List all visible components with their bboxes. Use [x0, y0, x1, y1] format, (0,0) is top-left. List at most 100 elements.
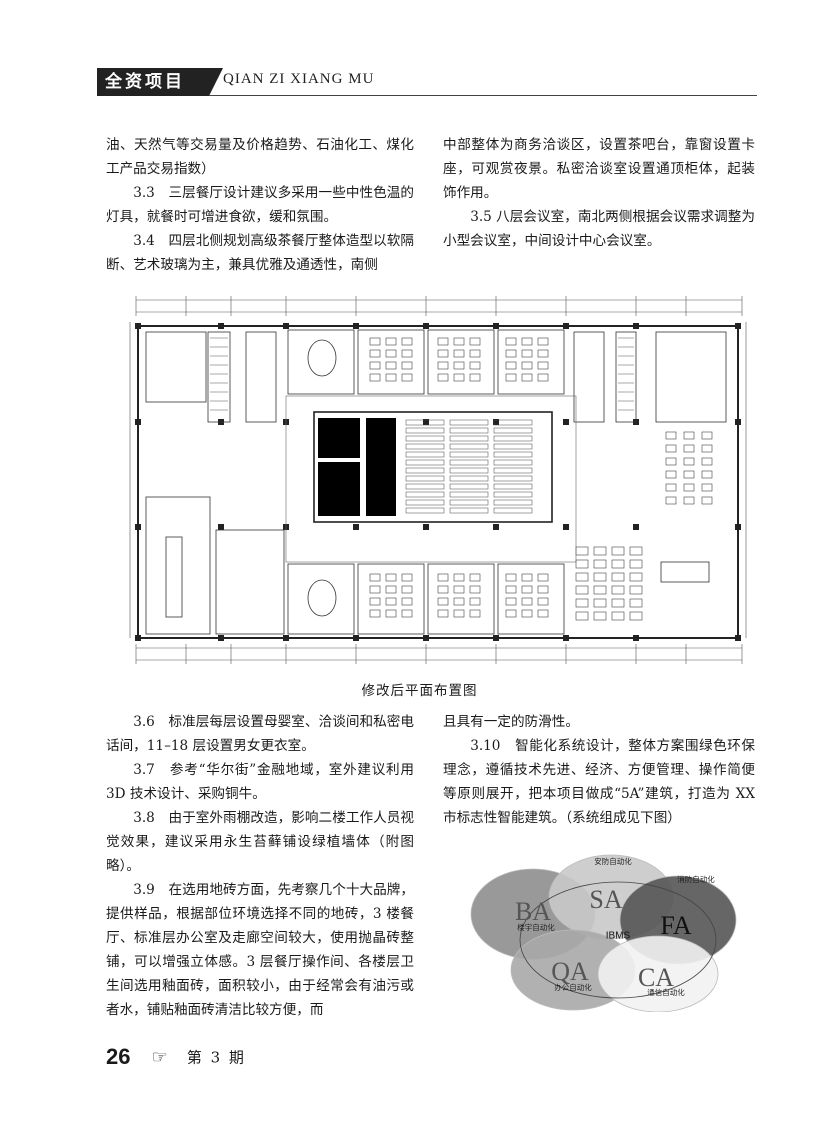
- desk: [683, 496, 695, 505]
- seat-row: [493, 435, 533, 442]
- seat-row: [493, 451, 533, 458]
- desk: [453, 337, 465, 346]
- desk: [437, 585, 449, 594]
- desk: [505, 337, 517, 346]
- text-column-right-bottom: 且具有一定的防滑性。 3.10 智能化系统设计，整体方案围绿色环保理念，遵循技术先…: [443, 710, 755, 830]
- structural-column: [563, 419, 569, 425]
- structural-column: [563, 524, 569, 530]
- desk: [537, 337, 549, 346]
- desk: [385, 597, 397, 606]
- seat-row: [493, 427, 533, 434]
- meeting-room: [427, 329, 495, 395]
- desk: [683, 470, 695, 479]
- desk: [453, 573, 465, 582]
- system-abbreviation: SA: [589, 885, 622, 914]
- seat-row: [493, 491, 533, 498]
- desk: [401, 373, 413, 382]
- desk: [401, 349, 413, 358]
- desk: [537, 361, 549, 370]
- seat-row: [405, 419, 445, 426]
- desk: [683, 431, 695, 440]
- desk: [575, 559, 589, 569]
- seat-row: [449, 435, 489, 442]
- seat-row: [493, 483, 533, 490]
- seat-row: [405, 475, 445, 482]
- desk: [505, 597, 517, 606]
- desk: [611, 559, 625, 569]
- conference-table: [660, 561, 710, 583]
- service-core: [615, 331, 637, 423]
- paragraph: 油、天然气等交易量及价格趋势、石油化工、煤化工产品交易指数）: [106, 137, 414, 177]
- conference-table: [165, 536, 183, 618]
- seat-row: [493, 507, 533, 514]
- seat-row: [493, 459, 533, 466]
- desk: [505, 373, 517, 382]
- desk: [611, 611, 625, 621]
- section-tag: 全资项目: [97, 68, 223, 96]
- structural-column: [493, 323, 499, 329]
- seat-row: [405, 507, 445, 514]
- paragraph: 3.8 由于室外雨棚改造，影响二楼工作人员视觉效果，建议采用永生苔藓铺设绿植墙体…: [106, 810, 414, 874]
- desk: [437, 573, 449, 582]
- system-label: 安防自动化: [594, 856, 632, 866]
- paragraph: 3.5 八层会议室，南北两侧根据会议需求调整为小型会议室，中间设计中心会议室。: [443, 209, 755, 249]
- desk: [665, 444, 677, 453]
- structural-column: [493, 524, 499, 530]
- structural-column: [563, 323, 569, 329]
- desk: [593, 559, 607, 569]
- structural-column: [423, 635, 429, 641]
- system-label: 消防自动化: [677, 874, 715, 884]
- desk: [369, 349, 381, 358]
- desk: [453, 597, 465, 606]
- text-column-left-bottom: 3.6 标准层每层设置母婴室、洽谈间和私密电话间，11–18 层设置男女更衣室。…: [106, 710, 414, 1022]
- desk: [385, 585, 397, 594]
- desk: [385, 609, 397, 618]
- desk: [437, 337, 449, 346]
- structural-column: [135, 323, 141, 329]
- page-number: 26: [106, 1044, 131, 1069]
- desk: [521, 585, 533, 594]
- issue-label: 第 3 期: [186, 1048, 246, 1067]
- desk: [521, 609, 533, 618]
- desk: [701, 483, 713, 492]
- paragraph: 中部整体为商务洽谈区，设置茶吧台，靠窗设置卡座，可观赏夜景。私密洽谈室设置通顶柜…: [443, 137, 755, 201]
- desk: [537, 373, 549, 382]
- stage: [366, 418, 396, 516]
- paragraph: 且具有一定的防滑性。: [443, 714, 579, 730]
- desk: [537, 349, 549, 358]
- desk: [469, 573, 481, 582]
- desk: [369, 361, 381, 370]
- desk: [701, 444, 713, 453]
- structural-column: [633, 635, 639, 641]
- desk: [385, 361, 397, 370]
- desk: [665, 431, 677, 440]
- structural-column: [633, 323, 639, 329]
- structural-column: [218, 635, 224, 641]
- service-core: [245, 331, 277, 423]
- desk: [369, 585, 381, 594]
- desk: [437, 349, 449, 358]
- section-pinyin: QIAN ZI XIANG MU: [223, 71, 375, 87]
- desk: [369, 597, 381, 606]
- service-core: [655, 331, 727, 423]
- desk: [505, 361, 517, 370]
- seat-row: [449, 459, 489, 466]
- desk: [537, 585, 549, 594]
- seat-row: [405, 483, 445, 490]
- desk: [401, 597, 413, 606]
- meeting-room: [497, 563, 565, 635]
- structural-column: [563, 635, 569, 641]
- desk: [401, 609, 413, 618]
- desk: [505, 609, 517, 618]
- seat-row: [405, 435, 445, 442]
- desk: [401, 361, 413, 370]
- paragraph: 3.10 智能化系统设计，整体方案围绿色环保理念，遵循技术先进、经济、方便管理、…: [443, 738, 755, 826]
- seat-row: [449, 483, 489, 490]
- seat-row: [449, 419, 489, 426]
- service-core: [207, 331, 231, 423]
- structural-column: [633, 524, 639, 530]
- floor-plan-figure: [129, 296, 747, 664]
- desk: [469, 349, 481, 358]
- desk: [593, 598, 607, 608]
